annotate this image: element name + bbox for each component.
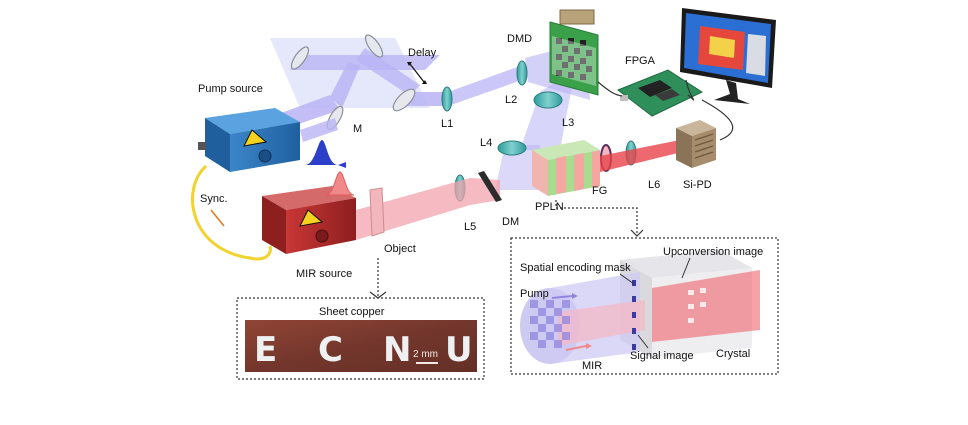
lens-l4 — [497, 140, 527, 156]
ppln-crystal — [532, 140, 600, 196]
label-si-pd: Si-PD — [683, 179, 712, 191]
pump-source-box — [198, 108, 300, 172]
label-pump-inset: Pump — [520, 288, 549, 300]
copper-title: Sheet copper — [319, 306, 385, 318]
label-l5: L5 — [464, 221, 476, 233]
scale-bar-label: 2 mm — [413, 349, 438, 360]
sync-arrow — [210, 209, 225, 227]
copper-letter-e: E — [254, 330, 277, 370]
lens-l1 — [441, 86, 453, 112]
fpga-sipd-cable — [701, 99, 734, 141]
ppln-inset-arrowhead — [630, 229, 644, 237]
scale-bar — [416, 362, 438, 364]
fpga-monitor-cable — [685, 79, 695, 101]
pump-pulse-arrowhead — [338, 162, 346, 168]
label-l3: L3 — [562, 117, 574, 129]
copper-letter-n: N — [383, 330, 411, 370]
dmd-device — [549, 9, 599, 96]
label-pump-source: Pump source — [198, 83, 263, 95]
label-signal-image: Signal image — [630, 350, 694, 362]
monitor — [680, 8, 776, 104]
lens-l3 — [533, 91, 563, 109]
mir-source-box — [262, 186, 356, 254]
inset-sheet-copper: Sheet copper E C N U 2 mm — [236, 297, 485, 380]
pump-beam-path — [262, 38, 590, 190]
copper-sheet — [245, 320, 477, 372]
fpga-board — [616, 69, 704, 117]
monitor-stand — [714, 80, 750, 104]
label-ppln: PPLN — [535, 201, 564, 213]
delay-arrowheads — [407, 62, 427, 84]
label-dm: DM — [502, 216, 519, 228]
label-fg: FG — [592, 185, 607, 197]
label-object: Object — [384, 243, 416, 255]
mask-pattern-face — [530, 300, 570, 348]
object-plate — [369, 187, 385, 237]
signal-leader — [637, 334, 649, 349]
ppln-inset-connector — [555, 200, 638, 234]
dmd-fpga-cable — [597, 81, 623, 97]
delay-arrow — [409, 63, 425, 83]
upconversion-pattern — [688, 288, 706, 323]
copper-letter-u: U — [445, 330, 473, 370]
sync-cable — [191, 164, 272, 261]
label-mir-inset: MIR — [582, 360, 602, 372]
mir-inset-arrow — [565, 345, 587, 351]
mir-pulse — [325, 171, 355, 196]
dichroic-mirror — [478, 171, 502, 202]
label-l1: L1 — [441, 118, 453, 130]
label-l2: L2 — [505, 94, 517, 106]
label-l6: L6 — [648, 179, 660, 191]
upconverted-beam — [600, 140, 682, 172]
label-upconversion-image: Upconversion image — [663, 246, 763, 258]
label-m: M — [353, 123, 362, 135]
inset-crystal: Upconversion image Spatial encoding mask… — [510, 237, 779, 375]
label-dmd: DMD — [507, 33, 532, 45]
label-mir-source: MIR source — [296, 268, 352, 280]
spatial-mask-slice — [632, 280, 636, 350]
mask-leader — [619, 273, 635, 285]
label-spatial-encoding-mask: Spatial encoding mask — [520, 262, 631, 274]
label-sync: Sync. — [200, 193, 228, 205]
pump-pulse — [305, 140, 338, 165]
label-crystal: Crystal — [716, 348, 750, 360]
label-delay: Delay — [408, 47, 437, 59]
si-pd-detector — [676, 120, 716, 168]
pump-inset-arrowhead — [572, 293, 578, 299]
pump-output-beam — [300, 118, 338, 142]
mir-inset-arrowhead — [586, 343, 592, 349]
label-l4: L4 — [480, 137, 492, 149]
upconversion-leader — [681, 257, 691, 279]
pump-inset-arrow — [551, 295, 573, 299]
copper-letter-c: C — [318, 330, 343, 370]
lens-l2 — [516, 60, 528, 86]
mir-beam — [356, 178, 500, 240]
label-fpga: FPGA — [625, 55, 656, 67]
